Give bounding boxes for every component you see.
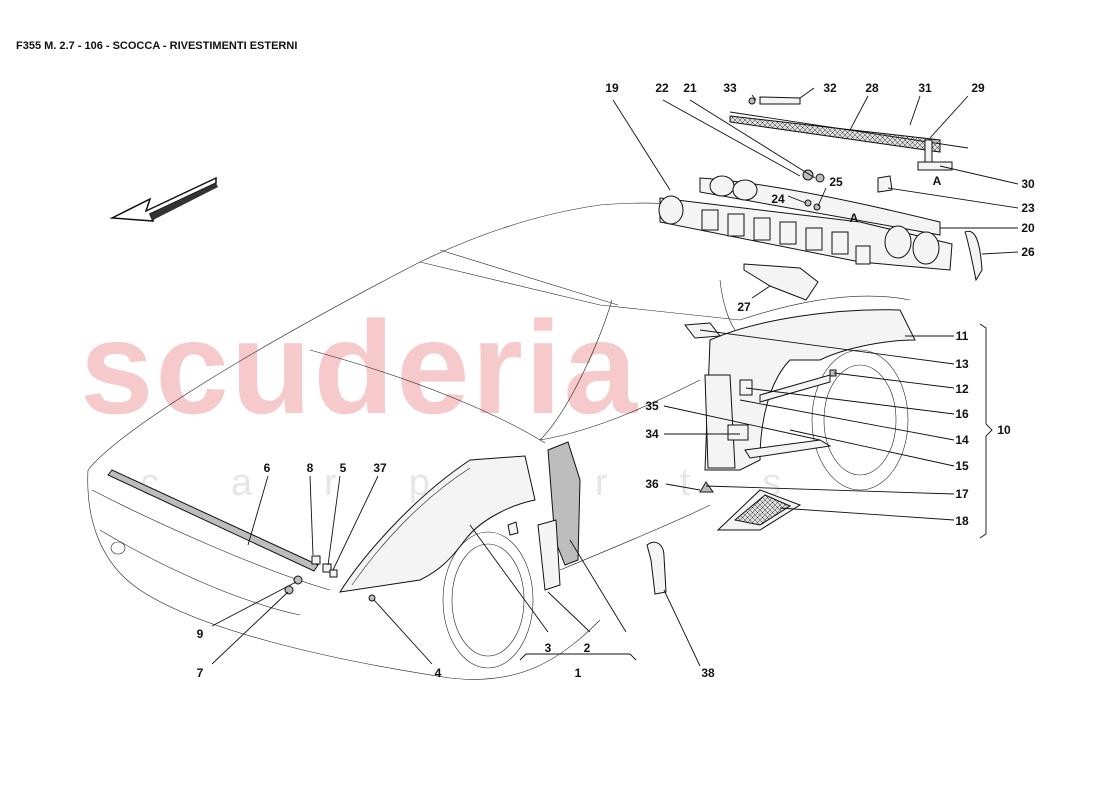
callout-27: 27: [737, 300, 751, 314]
callout-20: 20: [1021, 221, 1035, 235]
callout-2: 2: [584, 641, 591, 655]
callout-22: 22: [655, 81, 669, 95]
callout-31: 31: [918, 81, 932, 95]
callout-35: 35: [645, 399, 659, 413]
callout-9: 9: [197, 627, 204, 641]
callout-1: 1: [575, 666, 582, 680]
callout-12: 12: [955, 382, 969, 396]
rear-side-trim: [964, 230, 983, 282]
callout-24: 24: [771, 192, 785, 206]
callout-16: 16: [955, 407, 969, 421]
rear-spoiler-mesh: [729, 96, 969, 171]
direction-arrow-icon: [109, 176, 218, 222]
callout-30: 30: [1021, 177, 1035, 191]
callout-32: 32: [823, 81, 837, 95]
callout-4: 4: [435, 666, 442, 680]
callout-26: 26: [1021, 245, 1035, 259]
callout-14: 14: [955, 433, 969, 447]
callout-8: 8: [307, 461, 314, 475]
front-fender-liner: [339, 441, 581, 593]
callout-7: 7: [197, 666, 204, 680]
section-mark-a-2: A: [850, 211, 859, 225]
rear-grille-assembly: [658, 175, 953, 271]
callout-37: 37: [373, 461, 387, 475]
callout-18: 18: [955, 514, 969, 528]
callout-33: 33: [723, 81, 737, 95]
section-mark-a-1: A: [933, 174, 942, 188]
callout-11: 11: [956, 329, 969, 343]
callout-3: 3: [545, 641, 552, 655]
rear-sill-trim: [646, 541, 667, 595]
callout-13: 13: [955, 357, 969, 371]
callout-21: 21: [683, 81, 697, 95]
callout-34: 34: [645, 427, 659, 441]
diagram-title: F355 M. 2.7 - 106 - SCOCCA - RIVESTIMENT…: [16, 40, 298, 52]
callout-5: 5: [340, 461, 347, 475]
front-trim-strip: [107, 469, 319, 572]
callout-labels: 6 8 5 37 9 7 4 3 2 1 38 19 22 21 33 32 2…: [197, 81, 1035, 680]
callout-36: 36: [645, 477, 659, 491]
watermark-brand: scuderia: [80, 294, 639, 441]
callout-17: 17: [955, 487, 969, 501]
callout-10: 10: [997, 423, 1011, 437]
rear-duct: [743, 263, 819, 301]
leader-lines: [211, 87, 1019, 667]
callout-29: 29: [971, 81, 985, 95]
callout-23: 23: [1021, 201, 1035, 215]
callout-6: 6: [264, 461, 271, 475]
callout-38: 38: [701, 666, 715, 680]
callout-28: 28: [865, 81, 879, 95]
callout-19: 19: [605, 81, 619, 95]
callout-25: 25: [829, 175, 843, 189]
rear-fender-liner-assembly: [684, 309, 916, 531]
car-body-outline: [87, 202, 911, 680]
callout-15: 15: [955, 459, 969, 473]
